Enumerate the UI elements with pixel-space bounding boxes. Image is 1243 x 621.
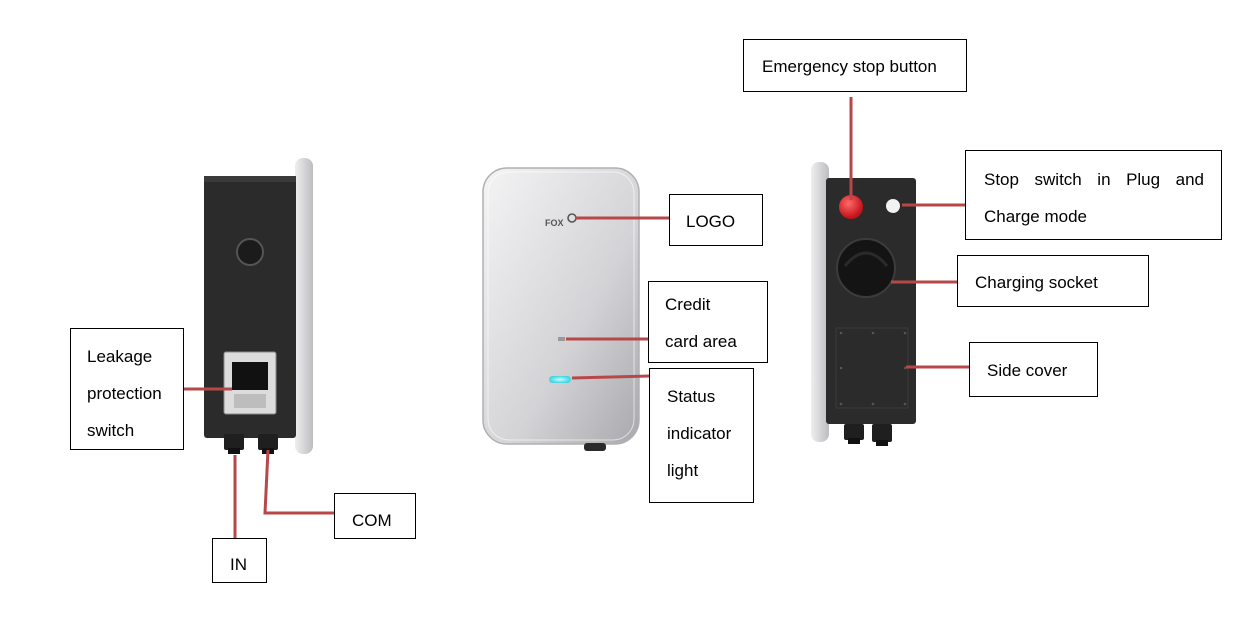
callout-side-cover: Side cover xyxy=(969,342,1098,397)
callout-text-line: Leakage xyxy=(87,347,153,366)
callout-com: COM xyxy=(334,493,416,539)
credit-card-area-mark xyxy=(558,337,565,341)
callout-text-line: switch xyxy=(87,421,135,440)
callout-charging-socket: Charging socket xyxy=(957,255,1149,307)
callout-text-line: Stop switch in Plug and xyxy=(984,170,1204,189)
emergency-stop-button xyxy=(839,195,863,219)
fox-logo-text: FOX xyxy=(545,218,564,228)
right-device-shell-edge xyxy=(811,162,829,442)
front-view-device: FOX xyxy=(482,167,640,451)
callout-text: LOGO xyxy=(686,212,736,231)
callout-text-line: Credit xyxy=(665,295,711,314)
callout-credit-card-area: Credit card area xyxy=(648,281,768,363)
callout-leakage-protection-switch: Leakage protection switch xyxy=(70,328,184,450)
in-cable-gland xyxy=(224,434,244,450)
callout-text-line: Charge mode xyxy=(984,207,1088,226)
callout-text-line: protection xyxy=(87,384,162,403)
callout-stop-switch-plug-and-charge: Stop switch in Plug and Charge mode xyxy=(965,150,1222,240)
callout-text-line: indicator xyxy=(667,424,732,443)
callout-status-indicator-light: Status indicator light xyxy=(649,368,754,503)
callout-text: IN xyxy=(230,555,247,574)
leader-lines xyxy=(183,97,969,538)
right-side-view-device xyxy=(811,162,916,446)
left-device-shell-edge xyxy=(295,158,313,454)
leader-status xyxy=(571,374,651,380)
callout-in: IN xyxy=(212,538,267,583)
callout-text: COM xyxy=(352,511,392,530)
callout-text-line: light xyxy=(667,461,699,480)
plug-and-charge-stop-switch xyxy=(886,199,900,213)
right-device-body xyxy=(826,178,916,424)
callout-text: Charging socket xyxy=(975,273,1098,292)
callout-text-line: card area xyxy=(665,332,737,351)
callout-logo: LOGO xyxy=(669,194,763,246)
front-device-shell xyxy=(482,167,640,445)
leader-com xyxy=(263,449,334,515)
callout-text: Side cover xyxy=(987,361,1068,380)
left-device-round-button xyxy=(236,238,264,266)
com-cable-gland xyxy=(258,434,278,450)
charging-socket xyxy=(836,238,896,298)
callout-text: Emergency stop button xyxy=(762,57,937,76)
callout-emergency-stop-button: Emergency stop button xyxy=(743,39,967,92)
callout-text-line: Status xyxy=(667,387,716,406)
status-led xyxy=(549,376,571,383)
left-side-view-device xyxy=(204,158,313,454)
